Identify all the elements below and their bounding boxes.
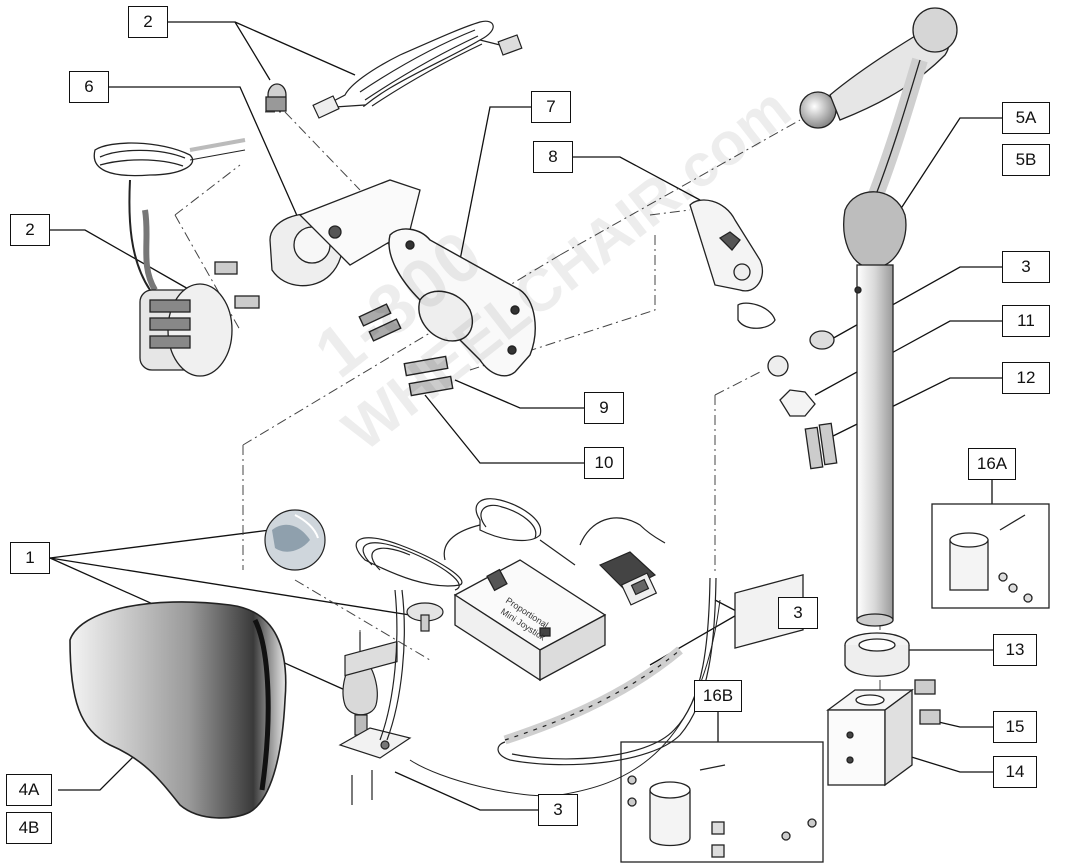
- clamp-collar: [844, 632, 910, 677]
- callout-15: 15: [993, 711, 1037, 743]
- callout-4b: 4B: [6, 812, 52, 844]
- mushroom-knob: [406, 602, 444, 632]
- callout-3-bottom: 3: [538, 794, 578, 826]
- db9-connector: [598, 551, 658, 606]
- callout-8: 8: [533, 141, 573, 173]
- joystick-bulb: [338, 632, 412, 805]
- callout-13: 13: [993, 634, 1037, 666]
- control-box-cable: [443, 498, 666, 566]
- control-box: [453, 559, 607, 682]
- callout-3-right: 3: [1002, 251, 1050, 283]
- callout-16b: 16B: [694, 680, 742, 712]
- callout-10: 10: [584, 447, 624, 479]
- callout-12: 12: [1002, 362, 1050, 394]
- headrest-pad: [69, 601, 287, 819]
- speaker-assembly-left: [93, 138, 246, 377]
- switch-clamp: [214, 179, 421, 309]
- inset-16b: [620, 574, 824, 863]
- callout-14: 14: [993, 756, 1037, 788]
- callout-5b: 5B: [1002, 144, 1050, 176]
- joint-bracket: [689, 199, 789, 377]
- ear-cap: [265, 83, 287, 112]
- callout-6: 6: [69, 71, 109, 103]
- callout-7: 7: [531, 91, 571, 123]
- joystick-ball-knob: [264, 509, 326, 571]
- cable-conduit: [409, 577, 721, 797]
- callout-1: 1: [10, 542, 50, 574]
- coiled-cable-top: [312, 20, 523, 119]
- callout-11: 11: [1002, 305, 1050, 337]
- callout-5a: 5A: [1002, 102, 1050, 134]
- flexible-arm: [799, 7, 958, 269]
- callout-3-mid: 3: [778, 597, 818, 629]
- callout-2-left: 2: [10, 214, 50, 246]
- inset-16a: [931, 503, 1050, 609]
- mounting-pole: [854, 264, 894, 627]
- leader-lines: [49, 21, 1002, 811]
- small-hardware-right: [779, 330, 838, 470]
- joystick-cable: [355, 537, 463, 741]
- callout-9: 9: [584, 392, 624, 424]
- mounting-plate: [358, 228, 536, 397]
- callout-2-top: 2: [128, 6, 168, 38]
- clamp-block: [826, 679, 941, 787]
- callout-16a: 16A: [968, 448, 1016, 480]
- callout-4a: 4A: [6, 774, 52, 806]
